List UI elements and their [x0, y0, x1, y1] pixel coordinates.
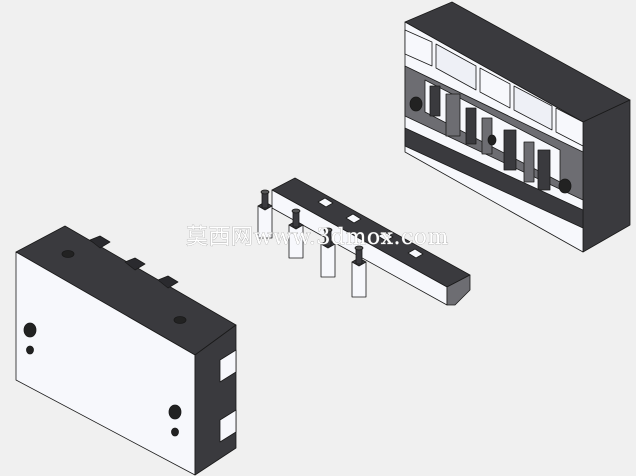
left-plate-notch — [157, 275, 179, 289]
core-pin — [288, 208, 304, 259]
right-block-upper-rib — [555, 107, 584, 147]
cavity-pin-hole — [487, 134, 497, 146]
right-mold-block — [404, 1, 631, 253]
insert-bar-slot — [377, 231, 394, 242]
right-block-upper-rib — [479, 67, 511, 109]
right-block-side-face — [582, 99, 631, 253]
core-pin — [351, 245, 367, 298]
insert-bar-end-face — [446, 274, 471, 306]
left-plate-notch — [89, 235, 111, 249]
right-block-lower-rail — [404, 127, 584, 229]
right-block-locating-hole — [558, 178, 572, 194]
left-plate-top-hole — [173, 316, 187, 324]
insert-bar-slot — [407, 248, 424, 259]
watermark-text: 莫西网www.3dmox.com — [186, 225, 449, 250]
left-plate-notch — [124, 257, 146, 271]
right-block-upper-rib — [404, 29, 433, 67]
core-pin — [320, 227, 336, 278]
left-mold-plate — [15, 225, 237, 476]
left-plate-side-slot — [219, 349, 237, 383]
cavity-pocket — [445, 93, 461, 137]
right-block-locating-hole — [409, 96, 423, 112]
cavity-pocket — [537, 149, 551, 191]
left-plate-front-hole — [26, 345, 34, 355]
left-plate-front-hole — [168, 404, 182, 420]
cavity-pocket — [523, 141, 535, 183]
left-plate-top-hole — [61, 250, 75, 258]
left-plate-front-hole — [23, 322, 37, 338]
cavity-pocket — [429, 85, 441, 117]
left-plate-front-hole — [171, 427, 179, 437]
left-plate-side-slot — [219, 409, 237, 443]
core-pin — [257, 189, 273, 239]
right-block-upper-rib — [435, 43, 477, 91]
cavity-pocket — [465, 107, 477, 145]
right-block-upper-rib — [513, 85, 553, 131]
insert-bar-slot — [317, 197, 334, 208]
insert-bar-slot — [345, 213, 362, 224]
cavity-pocket — [503, 129, 517, 171]
